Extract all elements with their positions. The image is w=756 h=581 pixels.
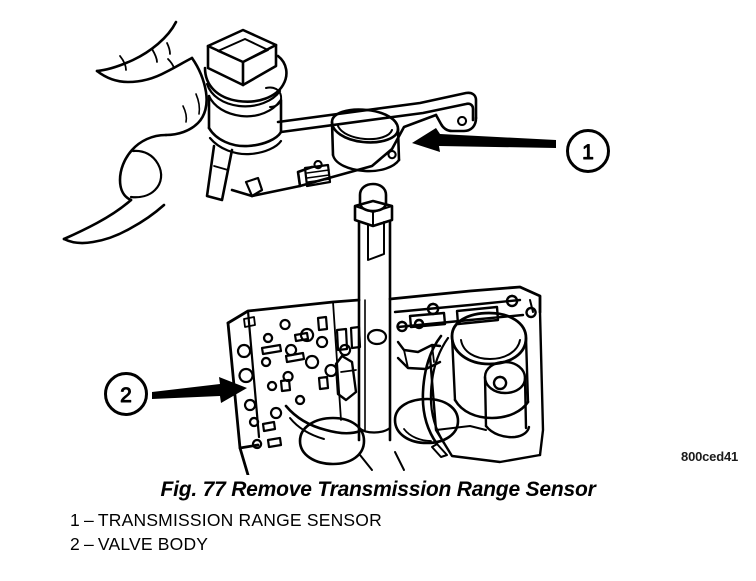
figure-legend: 1–TRANSMISSION RANGE SENSOR 2–VALVE BODY <box>0 509 756 557</box>
legend-item-1: 1–TRANSMISSION RANGE SENSOR <box>70 509 756 533</box>
legend-dash: – <box>83 510 94 530</box>
valve-body-lower-detail <box>284 328 460 471</box>
legend-number: 1 <box>70 510 80 530</box>
figure-caption-block: Fig. 77 Remove Transmission Range Sensor… <box>0 478 756 557</box>
callout-2-circle <box>104 372 148 416</box>
callout-1-number: 1 <box>582 141 594 164</box>
legend-label: TRANSMISSION RANGE SENSOR <box>97 510 382 530</box>
separator-plate <box>236 301 366 466</box>
legend-dash: – <box>83 533 94 554</box>
valve-body <box>226 285 542 475</box>
hand-gripping-sensor <box>62 20 208 245</box>
sensor-mounting-bracket <box>230 91 478 198</box>
transmission-range-sensor <box>203 28 288 202</box>
legend-number: 2 <box>70 533 80 554</box>
part-code-label: 800ced41 <box>681 449 738 464</box>
callout-1-circle <box>566 129 610 173</box>
legend-label: VALVE BODY <box>97 533 209 554</box>
callout-2 <box>152 377 247 403</box>
manual-shaft <box>353 182 394 442</box>
callout-1 <box>412 128 556 152</box>
figure-illustration: 1 2 800ced41 <box>62 20 738 475</box>
accumulator-housing <box>393 294 545 464</box>
callout-2-number: 2 <box>120 384 132 407</box>
technical-line-drawing: 1 2 <box>62 20 610 475</box>
legend-item-2: 2–VALVE BODY <box>70 533 756 557</box>
figure-title: Fig. 77 Remove Transmission Range Sensor <box>160 478 596 501</box>
